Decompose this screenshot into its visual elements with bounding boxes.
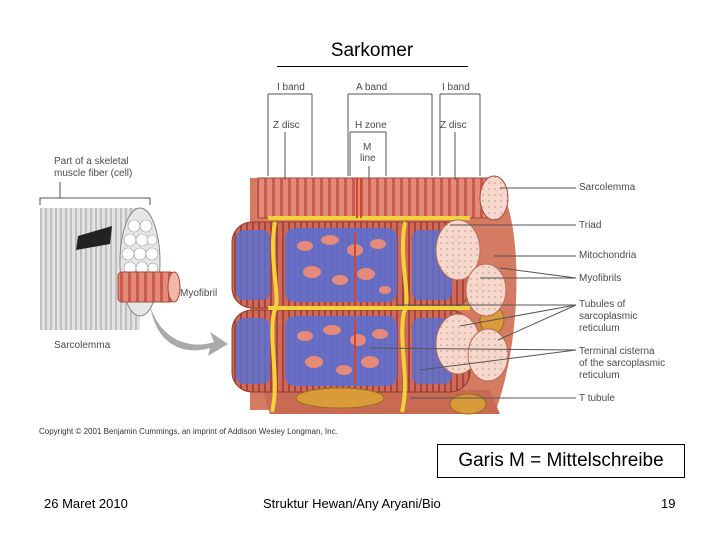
label-mitochondria: Mitochondria — [579, 250, 637, 261]
label-tubules-3: reticulum — [579, 323, 620, 334]
skeletal-fiber-section — [39, 197, 228, 356]
label-tubules-2: sarcoplasmic — [579, 311, 638, 322]
label-h-zone: H zone — [355, 120, 387, 131]
label-tubules-1: Tubules of — [579, 299, 626, 310]
label-sarcolemma-right: Sarcolemma — [579, 182, 636, 193]
page-number: 19 — [661, 496, 676, 511]
label-fiber-2: muscle fiber (cell) — [54, 168, 133, 179]
label-fiber-1: Part of a skeletal — [54, 156, 129, 167]
label-terminal-2: of the sarcoplasmic — [579, 358, 666, 369]
label-sarcolemma-left: Sarcolemma — [54, 340, 111, 351]
right-leaders — [369, 187, 577, 399]
muscle-fiber-diagram — [39, 93, 577, 415]
myofibril-block — [231, 175, 517, 415]
label-z-disc-right: Z disc — [440, 120, 467, 131]
label-i-band-left: I band — [277, 82, 305, 93]
label-myofibrils: Myofibrils — [579, 273, 622, 284]
footer-author: Struktur Hewan/Any Aryani/Bio — [263, 496, 441, 511]
label-m-line-2: line — [360, 153, 376, 164]
label-myofibril: Myofibril — [180, 288, 218, 299]
label-a-band: A band — [356, 82, 388, 93]
label-terminal-3: reticulum — [579, 370, 620, 381]
slide-title: Sarkomer — [330, 40, 414, 61]
title-underline — [277, 66, 468, 67]
footer-date: 26 Maret 2010 — [44, 496, 128, 511]
figure-copyright: Copyright © 2001 Benjamin Cummings, an i… — [39, 427, 338, 436]
label-triad: Triad — [579, 220, 602, 231]
label-z-disc-left: Z disc — [273, 120, 300, 131]
label-m-line-1: M — [363, 142, 372, 153]
label-i-band-right: I band — [442, 82, 470, 93]
label-terminal-1: Terminal cisterna — [579, 346, 655, 357]
label-t-tubule: T tubule — [579, 393, 615, 404]
top-brackets — [59, 93, 481, 198]
note-box: Garis M = Mittelschreibe — [437, 444, 685, 478]
